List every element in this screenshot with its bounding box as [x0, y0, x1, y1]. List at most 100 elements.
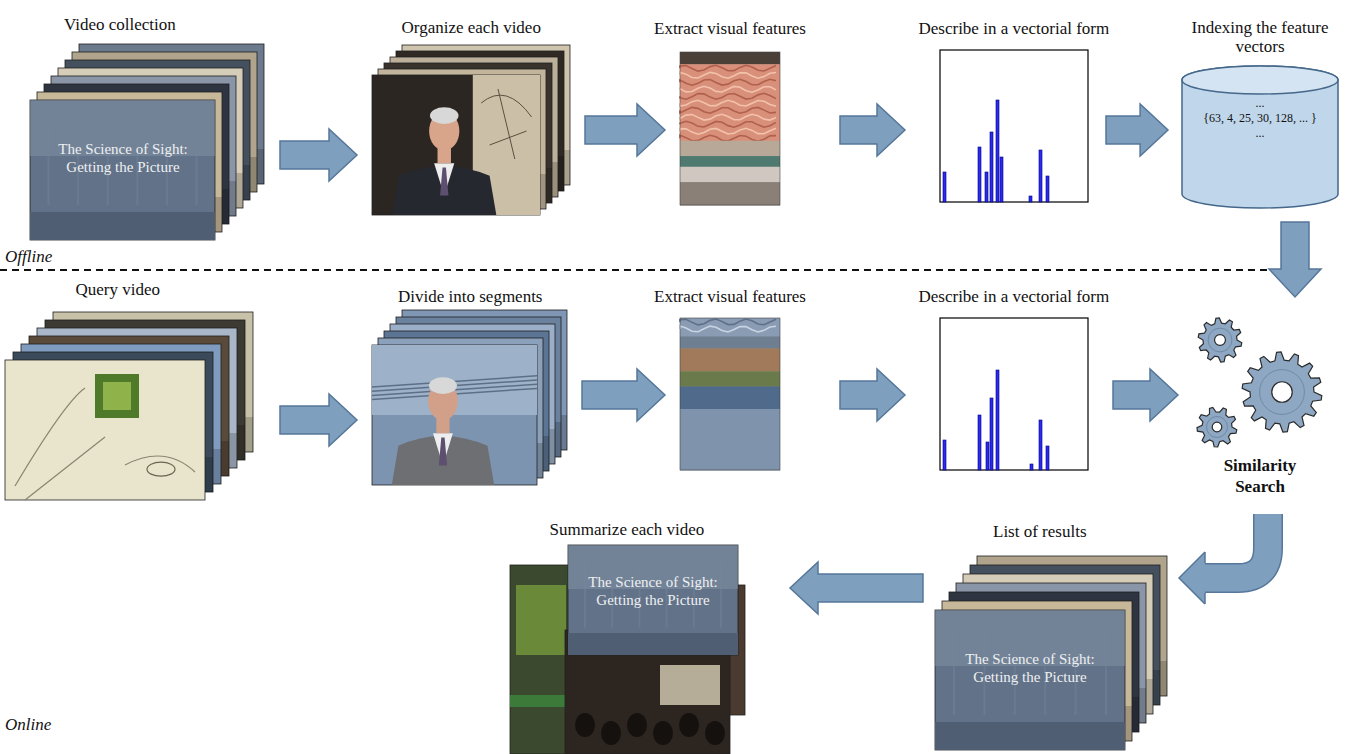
feature-wave [680, 121, 776, 127]
building-line [1105, 631, 1107, 715]
flow-arrow [1269, 222, 1321, 297]
histogram-bar [1046, 176, 1049, 202]
histogram-bar [990, 132, 993, 202]
building-line [196, 121, 198, 205]
arrow-head [1179, 552, 1205, 604]
illustration [680, 52, 780, 205]
gear [1242, 352, 1322, 432]
block-arrow [585, 104, 665, 156]
title-frame-ground [935, 722, 1125, 750]
flow-arrow [280, 129, 357, 181]
feature-border [680, 318, 780, 470]
histogram-bar [996, 370, 999, 470]
feature-band [680, 182, 780, 205]
audience-head [679, 713, 699, 737]
title-frame-ground [30, 212, 215, 240]
flow-arrow [1106, 104, 1168, 156]
histogram-bar [978, 147, 981, 202]
step-caption: Extract visual features [654, 287, 806, 306]
histogram-bar [943, 172, 946, 202]
feature-wave [680, 319, 776, 325]
step-caption: Extract visual features [654, 19, 806, 38]
person-body [392, 436, 494, 485]
person-tie [440, 167, 448, 195]
feature-band [680, 409, 780, 470]
flow-arrow [582, 369, 665, 421]
video-collection: Video collectionThe Science of Sight: Ge… [30, 40, 265, 240]
frame-text: The Science of Sight: Getting the Pictur… [38, 140, 208, 176]
eye-sketch [147, 462, 175, 476]
query-segments: Divide into segments [372, 310, 567, 485]
frame-text: ... [1184, 96, 1336, 110]
feature-wave [680, 326, 776, 332]
section-label: Online [5, 715, 51, 734]
block-arrow [840, 104, 905, 156]
step-caption: Organize each video [402, 18, 541, 37]
step-caption: Describe in a vectorial form [919, 19, 1110, 38]
histogram: Describe in a vectorial form [940, 50, 1088, 202]
curved-arrow-shaft [1205, 514, 1268, 578]
step-caption: List of results [993, 522, 1087, 541]
flow-arrow [585, 104, 665, 156]
histogram-bar [1046, 446, 1049, 470]
illustration [30, 40, 265, 240]
feature-image: Extract visual features [680, 52, 780, 205]
arrow-head-edge [1179, 552, 1205, 604]
building-line [48, 121, 50, 205]
step-caption: Describe in a vectorial form [919, 287, 1110, 306]
feature-band [680, 167, 780, 183]
person-body [392, 166, 496, 215]
histogram-bar [943, 440, 946, 470]
frame-text: The Science of Sight: Getting the Pictur… [574, 573, 732, 609]
organize-video: Organize each video [372, 45, 570, 215]
gear-hole [1212, 422, 1222, 432]
histogram-bar [1000, 157, 1003, 202]
feature-wave [680, 114, 776, 120]
gear-hole [1272, 382, 1292, 402]
video-frame [372, 75, 540, 215]
video-frame [372, 345, 537, 485]
title-frame [30, 100, 215, 240]
flow-arrow [1113, 369, 1178, 421]
flow-arrow [840, 104, 905, 156]
step-label: Similarity Search [1205, 455, 1315, 497]
histogram-bar [996, 100, 999, 202]
feature-wave [680, 107, 776, 113]
feature-band [680, 386, 780, 409]
gear-ring [1207, 417, 1228, 438]
step-caption: Summarize each video [550, 520, 705, 539]
lecture-screen [660, 665, 720, 705]
feature-band [680, 141, 780, 157]
gear [1197, 407, 1237, 447]
step-caption: Indexing the feature vectors [1185, 18, 1335, 56]
flow-arrow [790, 562, 923, 614]
feature-wave [680, 128, 776, 134]
feature-border [680, 52, 780, 205]
arrow-head-edge [1204, 593, 1206, 604]
block-arrow [1106, 104, 1168, 156]
section-label: Offline [5, 247, 52, 266]
gear-ring [1260, 370, 1305, 415]
audience-head [575, 713, 595, 737]
feature-wave [680, 93, 776, 99]
database-top [1182, 66, 1338, 94]
frame-text: The Science of Sight: Getting the Pictur… [943, 650, 1117, 686]
chart-border [940, 318, 1088, 470]
block-arrow [1269, 222, 1321, 297]
step-caption: Query video [76, 280, 161, 299]
person-hair [430, 107, 459, 124]
feature-wave [680, 135, 776, 141]
feature-wave [680, 72, 776, 78]
audience-head [601, 721, 621, 745]
sketch-lines [15, 388, 195, 500]
histogram-bar [1030, 464, 1033, 470]
book-cover [516, 585, 566, 655]
illustration [680, 318, 780, 470]
block-arrow [790, 562, 923, 614]
database-cylinder [1182, 66, 1338, 208]
flow-arrow [840, 369, 905, 421]
chart-border [940, 50, 1088, 202]
curved-arrow-outline [1205, 514, 1268, 578]
illustration [940, 318, 1088, 470]
